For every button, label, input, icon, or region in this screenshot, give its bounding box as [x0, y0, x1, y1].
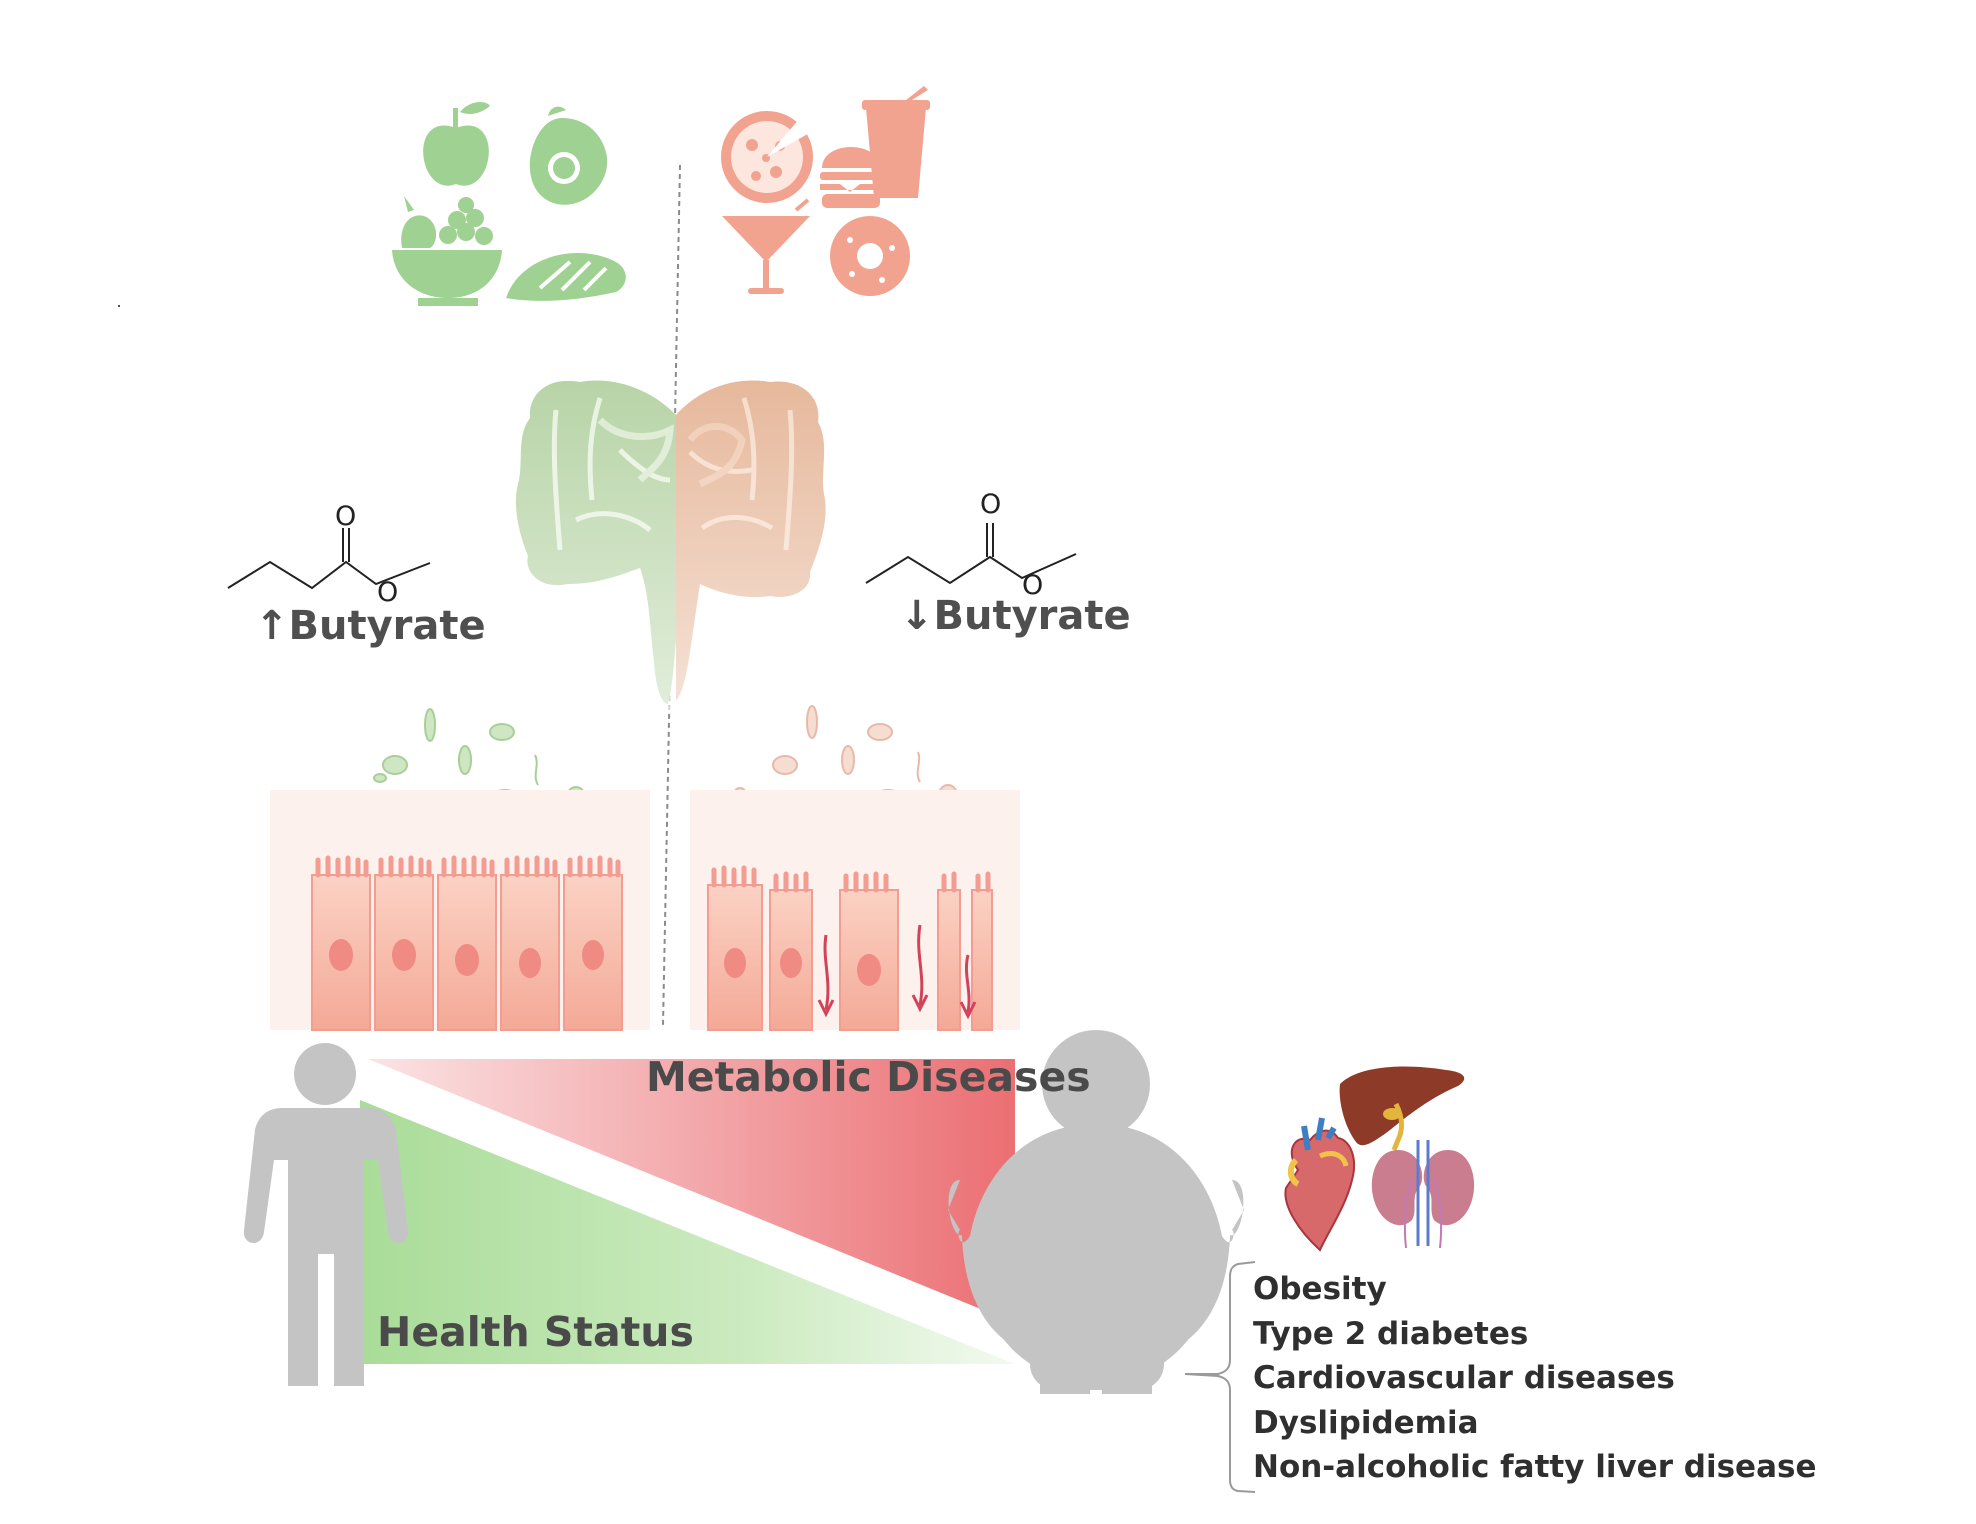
- soda-cup-icon: [862, 86, 930, 198]
- avocado-icon: [529, 106, 608, 205]
- burger-icon: [820, 147, 882, 208]
- liver-icon: [1339, 1066, 1465, 1151]
- oxygen-label-left-ester: O: [377, 577, 398, 608]
- stray-dot: [118, 305, 120, 307]
- oxygen-label-right-carbonyl: O: [980, 489, 1001, 520]
- donut-icon: [830, 216, 910, 296]
- cocktail-icon: [722, 198, 810, 294]
- metabolic-diseases-label: Metabolic Diseases: [646, 1053, 1091, 1101]
- leaky-epithelium: [690, 790, 1020, 1031]
- butyrate-molecule-right: [865, 523, 1077, 585]
- apple-icon: [423, 102, 490, 186]
- oxygen-label-left-carbonyl: O: [335, 501, 356, 532]
- disease-item-nafld: Non-alcoholic fatty liver disease: [1253, 1449, 1817, 1485]
- butyrate-molecule-left: [227, 528, 431, 590]
- disease-item-dyslipidemia: Dyslipidemia: [1253, 1404, 1479, 1441]
- disease-item-obesity: Obesity: [1253, 1271, 1387, 1307]
- pizza-icon: [721, 111, 813, 203]
- down-arrow-icon: ↓: [900, 593, 934, 639]
- heart-icon: [1284, 1117, 1356, 1252]
- obese-person-icon: [948, 1030, 1244, 1394]
- up-arrow-icon: ↑: [255, 603, 289, 649]
- disease-list-bracket: [1184, 1261, 1256, 1493]
- healthy-food-icons: [392, 102, 626, 306]
- kidneys-icon: [1371, 1140, 1475, 1249]
- health-status-label: Health Status: [377, 1308, 694, 1356]
- disease-item-type2-diabetes: Type 2 diabetes: [1253, 1315, 1529, 1352]
- butyrate-decrease-text: Butyrate: [933, 593, 1131, 639]
- oxygen-label-right-ester: O: [1022, 570, 1043, 601]
- butyrate-increase-text: Butyrate: [288, 603, 486, 649]
- colon-illustration: [510, 370, 830, 710]
- metabolic-disease-gradient: [368, 1059, 1015, 1323]
- butyrate-increase-label: ↑Butyrate: [255, 603, 486, 649]
- disease-item-cardiovascular: Cardiovascular diseases: [1253, 1360, 1675, 1396]
- health-status-gradient: [360, 1100, 1015, 1364]
- butyrate-decrease-label: ↓Butyrate: [900, 593, 1131, 639]
- lean-person-icon: [243, 1043, 409, 1386]
- fruit-bowl-icon: [392, 196, 502, 306]
- healthy-epithelium: [270, 790, 650, 1031]
- disease-list: Obesity Type 2 diabetes Cardiovascular d…: [1253, 1267, 1816, 1490]
- fish-fillet-icon: [506, 253, 626, 301]
- unhealthy-food-icons: [721, 86, 930, 296]
